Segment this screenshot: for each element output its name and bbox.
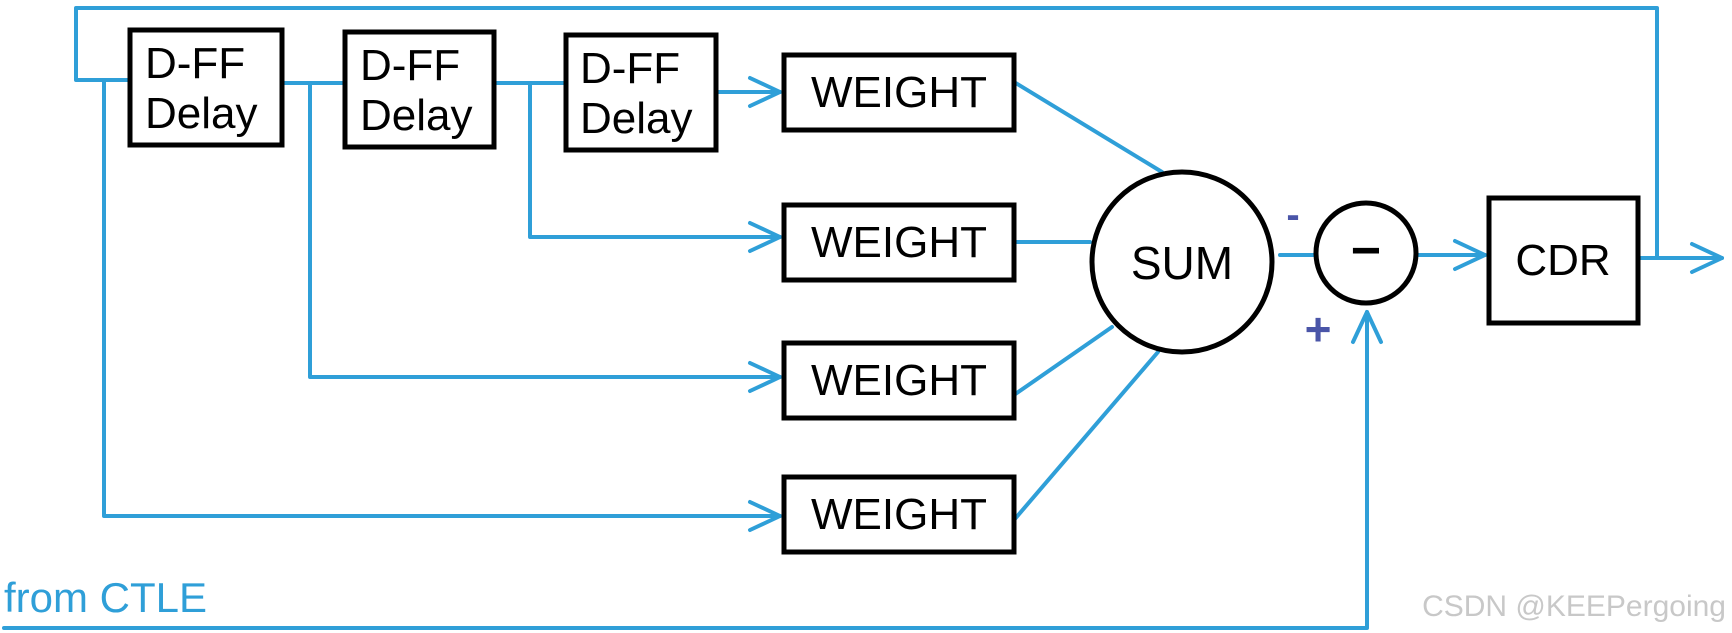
weight-block-2-label: WEIGHT xyxy=(811,218,987,267)
weight1-to-sum-wire xyxy=(1012,80,1164,174)
weight3-to-sum-wire xyxy=(1012,325,1114,397)
tap2-wire xyxy=(528,81,782,239)
weight-block-3: WEIGHT xyxy=(781,340,1017,421)
ctle-input-wire xyxy=(2,310,1369,630)
arrow-plus-input xyxy=(1351,310,1383,344)
dff-delay-1-line2: Delay xyxy=(145,89,258,138)
weight-block-1: WEIGHT xyxy=(781,52,1017,133)
signal-wires xyxy=(2,6,1724,630)
dff-delay-2: D-FF Delay xyxy=(342,29,497,150)
arrow-weight1 xyxy=(748,76,782,108)
subtractor-node: − - + xyxy=(1286,193,1419,355)
arrow-weight2 xyxy=(748,221,782,253)
dff-delay-1: D-FF Delay xyxy=(127,27,285,148)
dff-delay-2-line1: D-FF xyxy=(360,41,460,90)
tap0-wire xyxy=(102,78,782,518)
watermark: CSDN @KEEPergoing xyxy=(1422,590,1726,623)
arrow-output xyxy=(1690,242,1724,274)
weight-block-1-label: WEIGHT xyxy=(811,68,987,117)
dff-delay-3-line2: Delay xyxy=(580,94,693,143)
weight4-to-sum-wire xyxy=(1012,350,1160,522)
dff-delay-3: D-FF Delay xyxy=(563,32,719,153)
dff-delay-2-line2: Delay xyxy=(360,91,473,140)
weight-block-3-label: WEIGHT xyxy=(811,356,987,405)
plus-sign: + xyxy=(1305,303,1332,355)
minus-sign: - xyxy=(1286,193,1299,237)
weight-block-4: WEIGHT xyxy=(781,474,1017,555)
tap1-wire xyxy=(308,81,782,379)
dff-delay-3-line1: D-FF xyxy=(580,44,680,93)
cdr-block: CDR xyxy=(1486,195,1641,326)
weight-block-2: WEIGHT xyxy=(781,202,1017,283)
weight-block-4-label: WEIGHT xyxy=(811,490,987,539)
feedback-wire xyxy=(74,6,1659,260)
arrow-cdr xyxy=(1453,239,1487,271)
input-label: from CTLE xyxy=(4,574,207,621)
sum-node: SUM xyxy=(1089,169,1275,355)
arrow-weight4 xyxy=(748,500,782,532)
arrowheads xyxy=(748,76,1724,532)
dff-delay-1-line1: D-FF xyxy=(145,39,245,88)
cdr-label: CDR xyxy=(1515,236,1610,285)
subtractor-symbol: − xyxy=(1351,222,1381,280)
arrow-weight3 xyxy=(748,361,782,393)
sum-label: SUM xyxy=(1131,237,1233,289)
